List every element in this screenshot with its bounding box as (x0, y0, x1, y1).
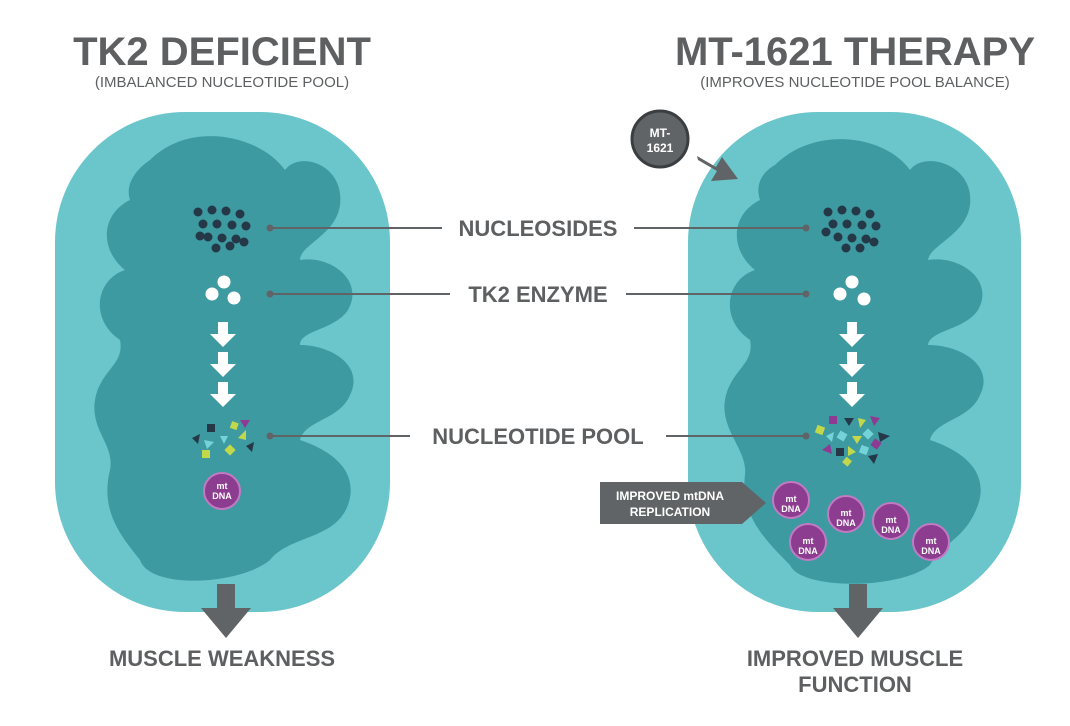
mt1621-badge-line2: 1621 (647, 141, 674, 155)
drug-entry-arrow-icon (697, 156, 738, 181)
down-arrow-icon (839, 352, 865, 377)
right-subtitle: (IMPROVES NUCLEOTIDE POOL BALANCE) (700, 74, 1010, 91)
right-down-arrows (839, 322, 865, 407)
right-tk2-enzyme-cluster (833, 275, 871, 306)
down-arrow-icon (210, 322, 236, 347)
down-arrow-icon (839, 382, 865, 407)
left-nucleotide-pool (192, 420, 254, 458)
right-nucleosides-cluster (821, 205, 881, 253)
left-outcome: MUSCLE WEAKNESS (109, 646, 335, 671)
left-outcome-arrow-icon (201, 584, 251, 638)
left-tk2-enzyme-cluster (205, 275, 241, 305)
down-arrow-icon (210, 382, 236, 407)
down-arrow-icon (210, 352, 236, 377)
callout-line1: IMPROVED mtDNA (616, 489, 724, 503)
label-nucleosides: NUCLEOSIDES (459, 216, 618, 241)
label-nucleotide-pool: NUCLEOTIDE POOL (432, 424, 643, 449)
right-outcome-line1: IMPROVED MUSCLE (747, 646, 963, 671)
right-title: MT-1621 THERAPY (675, 30, 1035, 74)
callout-arrow-shape (600, 482, 766, 524)
right-nucleotide-pool (814, 416, 890, 467)
right-outcome-line2: FUNCTION (798, 672, 912, 697)
right-outcome-arrow-icon (833, 584, 883, 638)
left-down-arrows (210, 322, 236, 407)
left-subtitle: (IMBALANCED NUCLEOTIDE POOL) (95, 74, 349, 91)
callout-line2: REPLICATION (630, 505, 710, 519)
label-tk2-enzyme: TK2 ENZYME (468, 282, 607, 307)
mt1621-badge-line1: MT- (650, 126, 671, 140)
left-nucleosides-cluster (193, 205, 251, 253)
center-labels: NUCLEOSIDES TK2 ENZYME NUCLEOTIDE POOL (266, 216, 810, 449)
mt1621-badge: MT- 1621 (630, 109, 690, 169)
improved-replication-callout: IMPROVED mtDNA REPLICATION (600, 482, 766, 524)
left-title: TK2 DEFICIENT (73, 30, 371, 74)
down-arrow-icon (839, 322, 865, 347)
